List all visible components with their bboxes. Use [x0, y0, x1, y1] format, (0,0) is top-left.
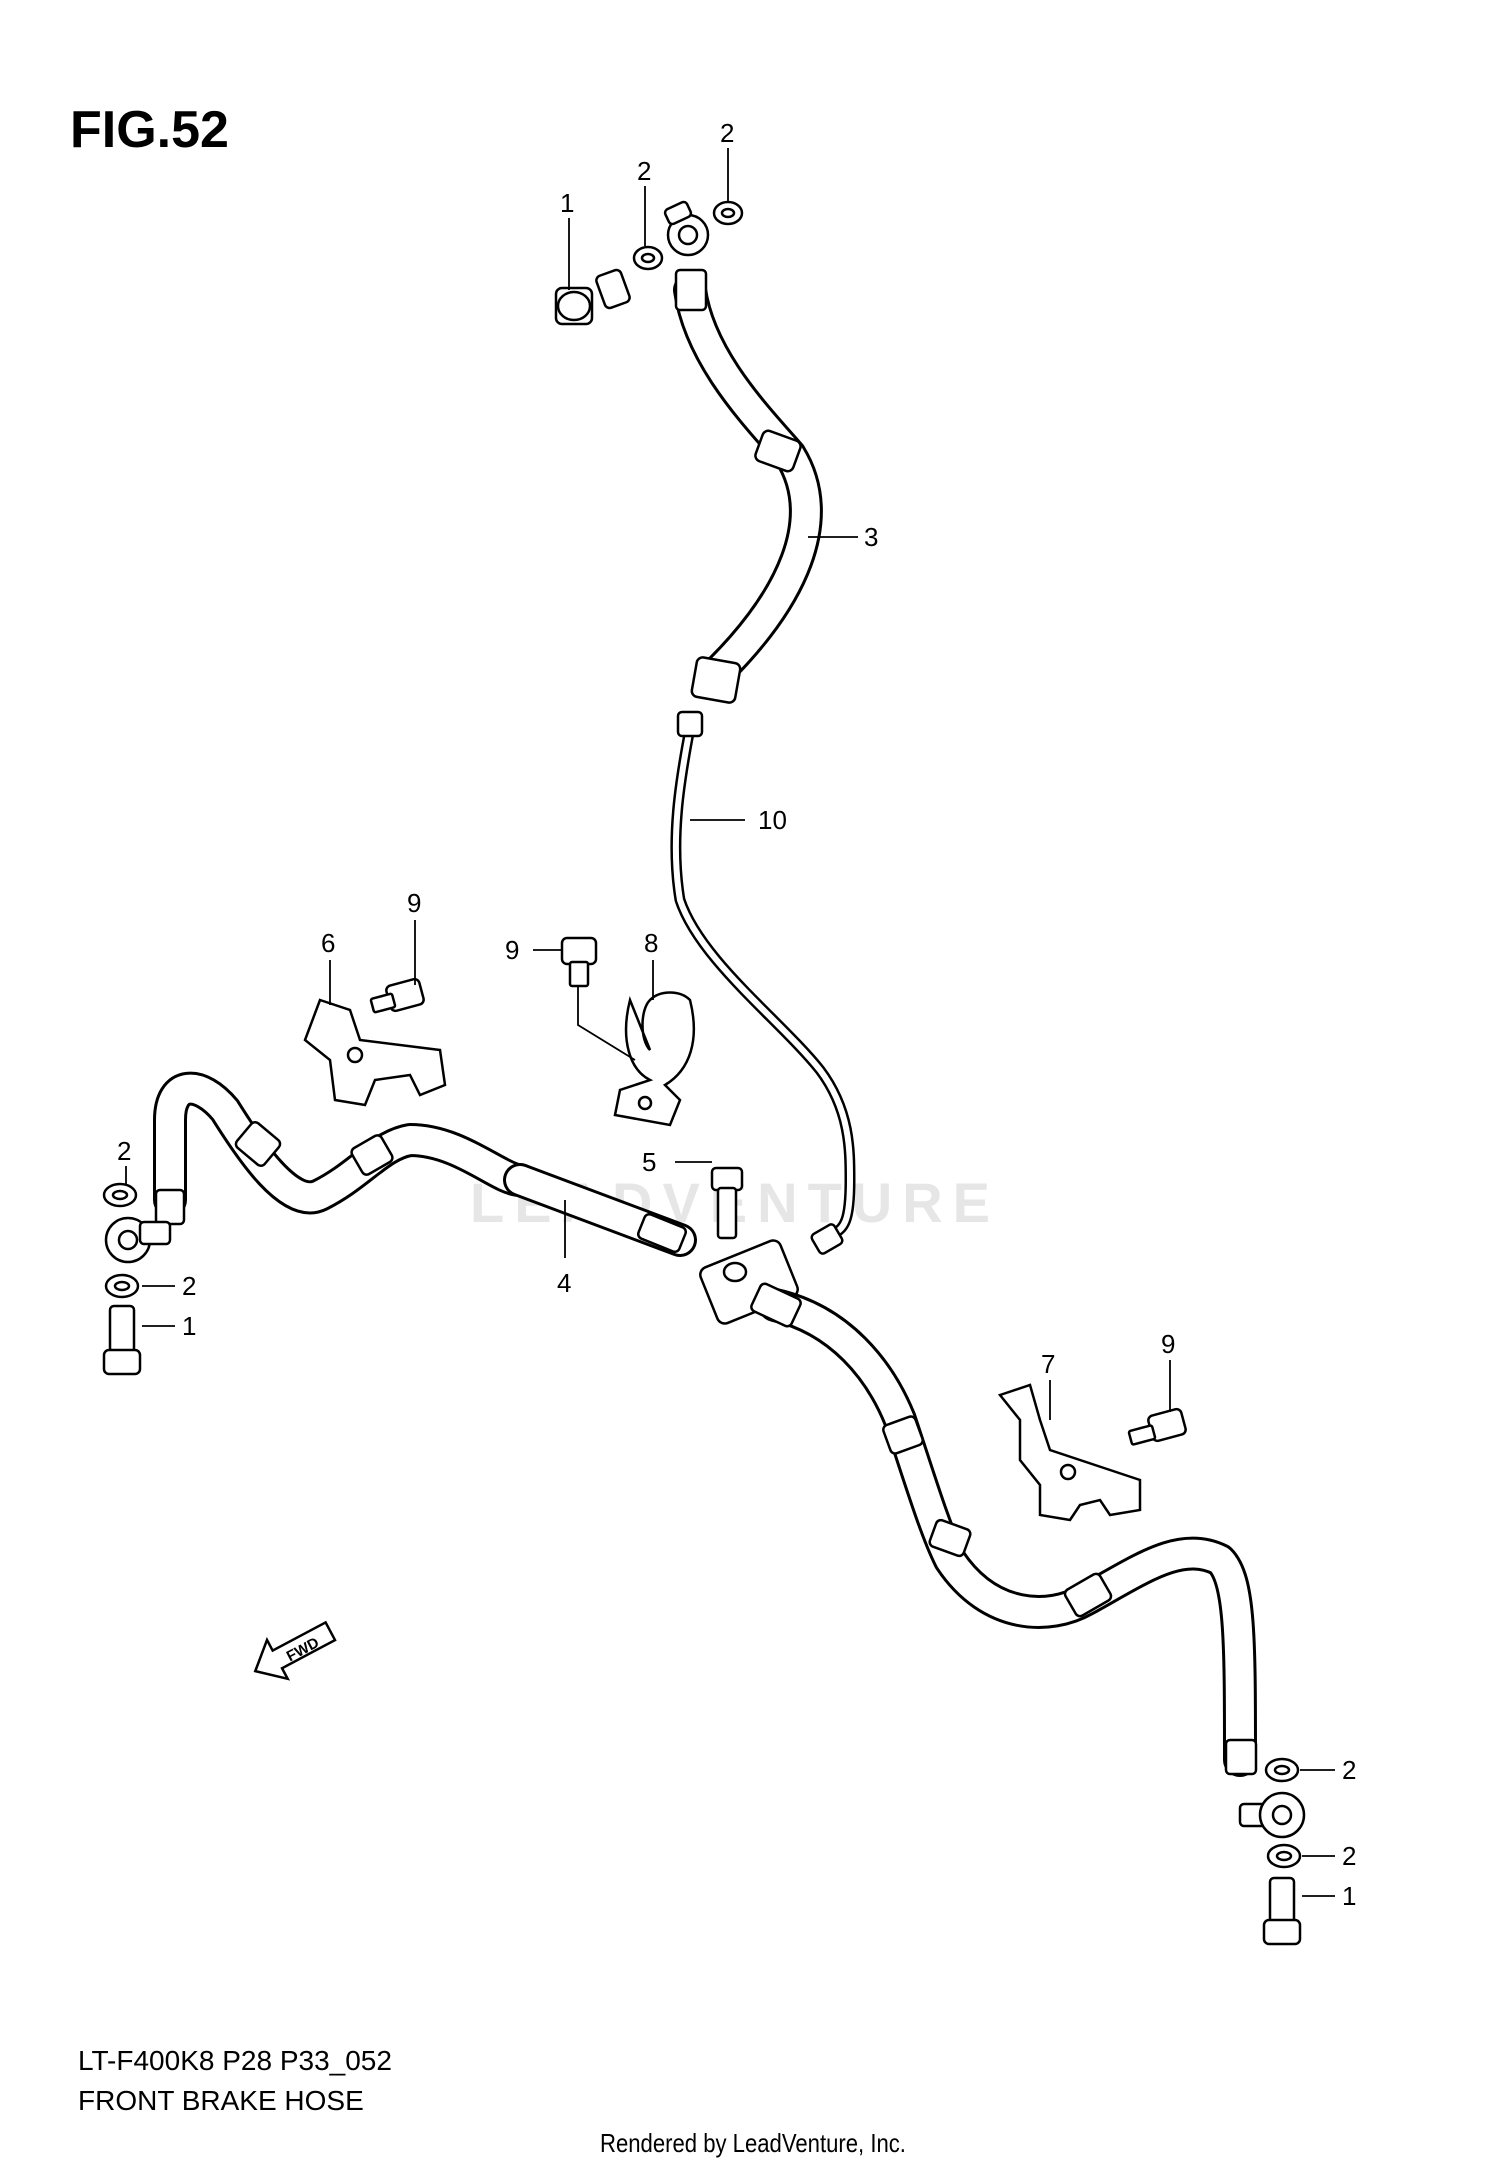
callout-8: 8: [644, 928, 658, 958]
joint-bolt: [710, 1166, 744, 1240]
callout-2-top-left: 2: [637, 156, 651, 186]
callout-5: 5: [642, 1147, 656, 1177]
model-code: LT-F400K8 P28 P33_052: [78, 2045, 392, 2076]
banjo-bolt-top: [554, 268, 631, 326]
callout-1-right: 1: [1342, 1881, 1356, 1911]
banjo-bolt-right: [1262, 1876, 1302, 1946]
callout-1-left: 1: [182, 1311, 196, 1341]
callout-3: 3: [864, 522, 878, 552]
front-brake-hose-left: [153, 1071, 697, 1257]
fwd-direction-arrow: FWD: [253, 1620, 337, 1681]
callout-1-top: 1: [560, 188, 574, 218]
leader-lines: [125, 148, 1335, 1897]
upper-brake-hose: [663, 200, 823, 704]
bolt-part-9-left: [369, 977, 425, 1014]
banjo-fitting-left: [104, 1216, 172, 1264]
figure-title: FIG.52: [70, 101, 229, 159]
figure-name: FRONT BRAKE HOSE: [78, 2085, 364, 2116]
callout-10: 10: [758, 805, 787, 835]
callout-6: 6: [321, 928, 335, 958]
callout-9-left: 9: [407, 888, 421, 918]
callout-4: 4: [557, 1268, 571, 1298]
render-credit: Rendered by LeadVenture, Inc.: [600, 2128, 906, 2158]
front-brake-hose-right: [750, 1282, 1258, 1777]
callout-2-right-upper: 2: [1342, 1755, 1356, 1785]
bolt-part-9-center: [560, 936, 598, 988]
callout-9-right: 9: [1161, 1329, 1175, 1359]
callout-7: 7: [1041, 1349, 1055, 1379]
callout-2-top-right: 2: [720, 118, 734, 148]
metal-brake-pipe: [670, 710, 856, 1255]
callout-2-left-lower: 2: [182, 1271, 196, 1301]
bracket-right-part-7: [997, 1383, 1142, 1522]
callout-2-left-upper: 2: [117, 1136, 131, 1166]
bolt-part-9-right: [1127, 1407, 1187, 1446]
callout-9-center: 9: [505, 935, 519, 965]
callout-2-right-lower: 2: [1342, 1841, 1356, 1871]
bracket-left-part-6: [303, 998, 447, 1107]
banjo-fitting-right: [1238, 1791, 1306, 1839]
callout-numbers: 1 2 2 3 10 6 9 9 8 5 4 2 2 1 7 9 2 2 1: [117, 118, 1356, 1911]
clamp-part-8: [613, 991, 696, 1127]
banjo-bolt-left: [102, 1304, 142, 1376]
